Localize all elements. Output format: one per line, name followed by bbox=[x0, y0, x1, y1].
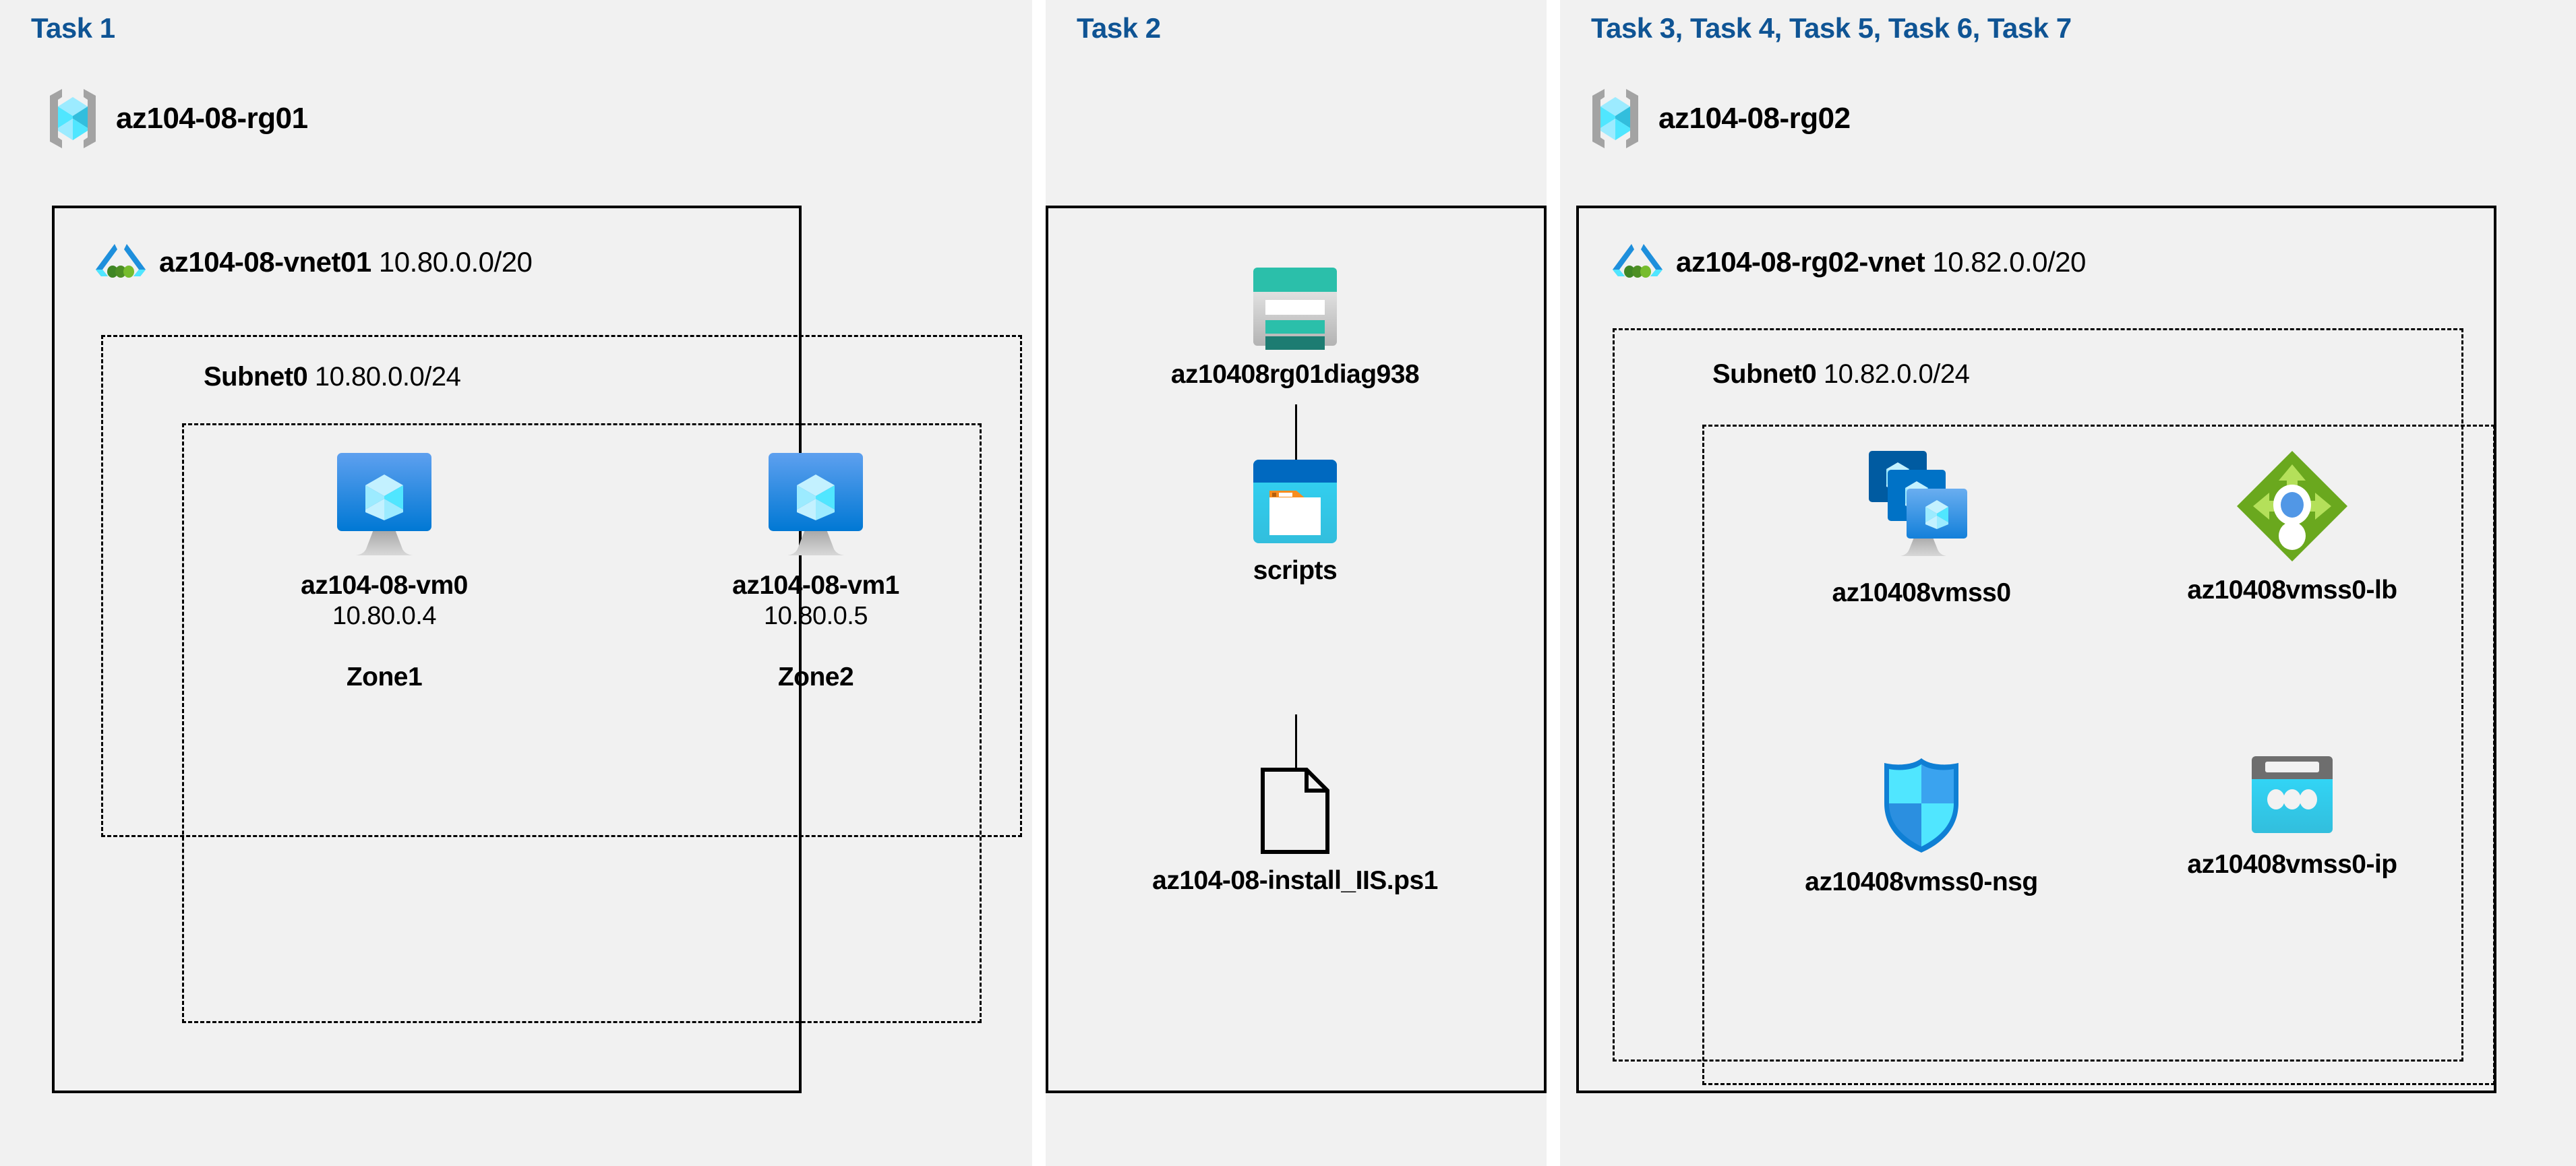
node-nsg: az10408vmss0-nsg bbox=[1766, 755, 2076, 898]
vnet-row-rg02-vnet: az104-08-rg02-vnet 10.82.0.0/20 bbox=[1611, 241, 2086, 283]
vnet-box-vnet01 bbox=[52, 206, 802, 1093]
vnet-cidr-vnet01: 10.80.0.0/20 bbox=[378, 246, 533, 278]
public-ip-address-icon bbox=[2250, 755, 2334, 838]
vm0-ip: 10.80.0.4 bbox=[332, 602, 436, 631]
zone-box-task1 bbox=[182, 423, 982, 1023]
node-vm0: az104-08-vm0 10.80.0.4 Zone1 bbox=[263, 452, 506, 692]
load-balancer-icon bbox=[2234, 448, 2350, 564]
subnet-box-task3 bbox=[1613, 328, 2463, 1062]
subnet-label-task3: Subnet0 10.82.0.0/24 bbox=[1712, 359, 1970, 390]
subnet-name-task1: Subnet0 bbox=[204, 362, 308, 392]
subnet-name-task3: Subnet0 bbox=[1712, 359, 1817, 389]
load-balancer-name: az10408vmss0-lb bbox=[2187, 576, 2397, 605]
vmss-resources-box bbox=[1702, 425, 2495, 1085]
virtual-machine-icon bbox=[334, 452, 434, 559]
blob-container-icon bbox=[1252, 458, 1338, 545]
virtual-machine-icon bbox=[766, 452, 866, 559]
resource-group-label-rg01: az104-08-rg01 bbox=[116, 102, 308, 135]
vm-scale-set-icon bbox=[1867, 448, 1975, 567]
node-blob-container: scripts bbox=[1079, 458, 1511, 586]
connector-scripts-to-file bbox=[1295, 714, 1297, 768]
resource-group-label-rg02: az104-08-rg02 bbox=[1658, 102, 1851, 135]
vm1-name: az104-08-vm1 bbox=[732, 571, 899, 600]
virtual-network-icon bbox=[1611, 241, 1664, 283]
resource-group-icon bbox=[1587, 86, 1644, 151]
nsg-name: az10408vmss0-nsg bbox=[1805, 867, 2038, 896]
public-ip-name: az10408vmss0-ip bbox=[2187, 850, 2397, 879]
storage-account-icon bbox=[1251, 266, 1339, 350]
node-ps1-file: az104-08-install_IIS.ps1 bbox=[1079, 767, 1511, 896]
vm1-ip: 10.80.0.5 bbox=[764, 602, 868, 631]
vnet-row-vnet01: az104-08-vnet01 10.80.0.0/20 bbox=[94, 241, 533, 283]
resource-group-icon bbox=[44, 86, 101, 151]
task2-title: Task 2 bbox=[1077, 12, 1161, 44]
node-storage-account: az10408rg01diag938 bbox=[1079, 266, 1511, 390]
network-security-group-icon bbox=[1878, 755, 1965, 856]
vnet-label-rg02-vnet: az104-08-rg02-vnet 10.82.0.0/20 bbox=[1676, 246, 2086, 278]
vnet-cidr-rg02-vnet: 10.82.0.0/20 bbox=[1932, 246, 2086, 278]
virtual-network-icon bbox=[94, 241, 147, 283]
node-public-ip: az10408vmss0-ip bbox=[2124, 755, 2461, 880]
node-vmss: az10408vmss0 bbox=[1766, 448, 2076, 609]
ps1-file-name: az104-08-install_IIS.ps1 bbox=[1152, 866, 1438, 895]
subnet-label-task1: Subnet0 10.80.0.0/24 bbox=[204, 362, 461, 392]
file-icon bbox=[1259, 767, 1331, 855]
subnet-box-task1 bbox=[101, 335, 1022, 837]
vnet-name-rg02-vnet: az104-08-rg02-vnet bbox=[1676, 246, 1925, 278]
storage-account-name: az10408rg01diag938 bbox=[1170, 360, 1420, 389]
resource-group-row-rg02: az104-08-rg02 bbox=[1587, 86, 1851, 151]
subnet-cidr-task3: 10.82.0.0/24 bbox=[1823, 359, 1970, 389]
vnet-name-vnet01: az104-08-vnet01 bbox=[159, 246, 371, 278]
vnet-label-vnet01: az104-08-vnet01 10.80.0.0/20 bbox=[159, 246, 533, 278]
vm0-zone: Zone1 bbox=[346, 662, 423, 692]
vm0-name: az104-08-vm0 bbox=[301, 571, 468, 600]
task2-resource-box bbox=[1046, 206, 1547, 1093]
vm1-zone: Zone2 bbox=[777, 662, 854, 692]
panel-task1: Task 1 az104-08-rg01 bbox=[0, 0, 1032, 1166]
node-vm1: az104-08-vm1 10.80.0.5 Zone2 bbox=[694, 452, 937, 692]
task3-title: Task 3, Task 4, Task 5, Task 6, Task 7 bbox=[1591, 12, 2072, 44]
resource-group-row-rg01: az104-08-rg01 bbox=[44, 86, 308, 151]
task1-title: Task 1 bbox=[31, 12, 115, 44]
vnet-box-rg02-vnet bbox=[1576, 206, 2496, 1093]
subnet-cidr-task1: 10.80.0.0/24 bbox=[314, 362, 461, 392]
blob-container-name: scripts bbox=[1253, 556, 1338, 585]
vmss-name: az10408vmss0 bbox=[1832, 578, 2011, 607]
connector-storage-to-scripts bbox=[1295, 404, 1297, 461]
node-load-balancer: az10408vmss0-lb bbox=[2124, 448, 2461, 606]
